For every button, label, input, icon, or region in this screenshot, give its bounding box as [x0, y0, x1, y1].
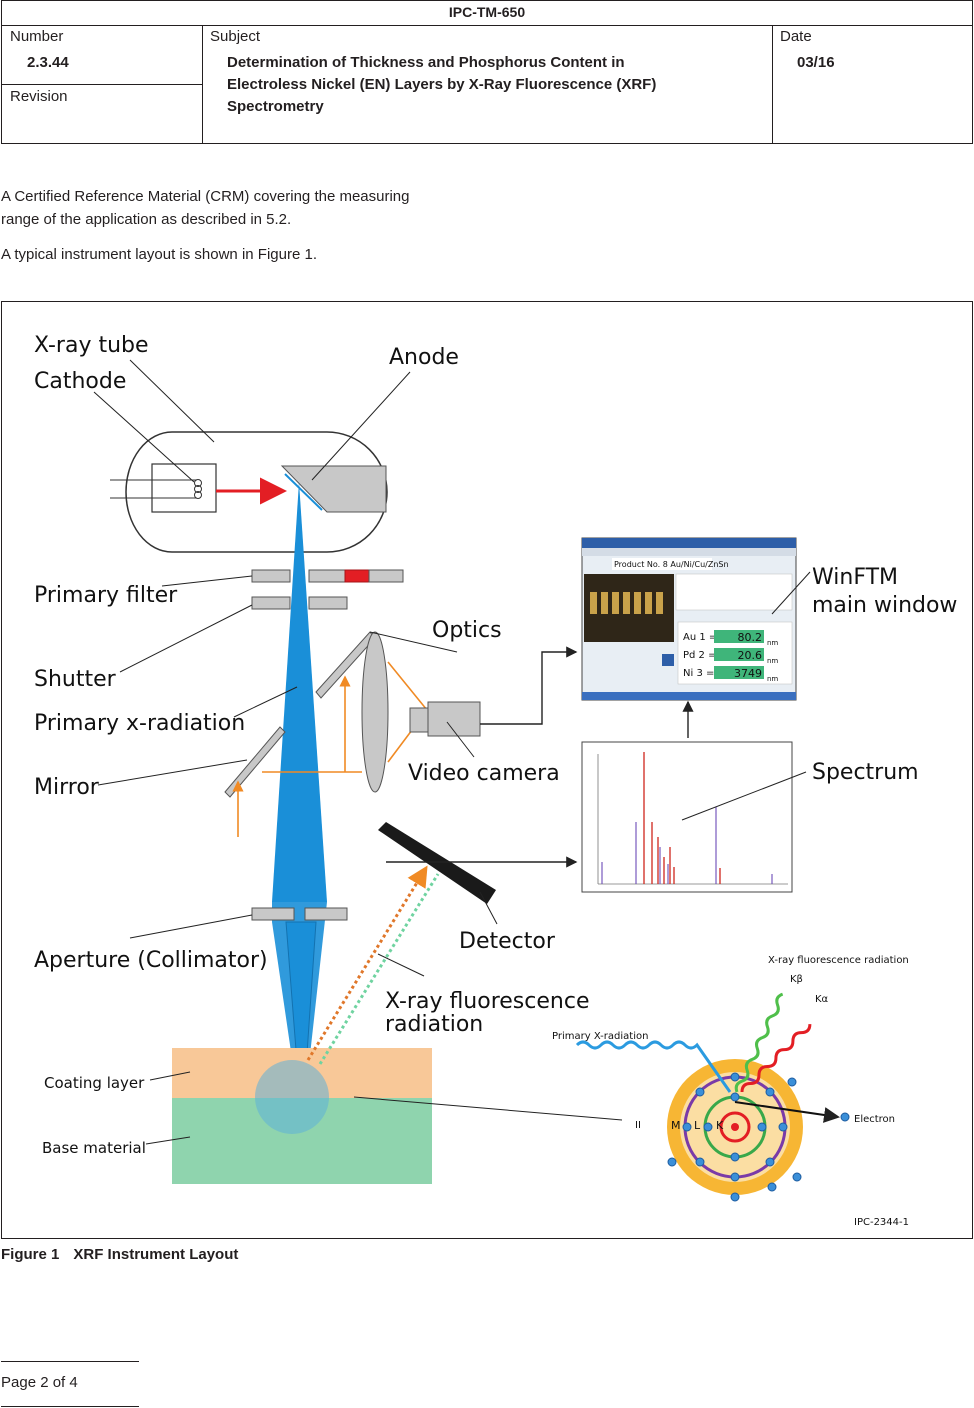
page-number: Page 2 of 4	[1, 1374, 78, 1391]
label-k-alpha: Kα	[815, 994, 829, 1005]
label-coating-layer: Coating layer	[44, 1074, 145, 1092]
screen-reading-value-1: 80.2	[738, 631, 763, 644]
video-camera	[409, 701, 481, 737]
screen-reading-value-2: 20.6	[738, 649, 763, 662]
number-label: Number	[10, 28, 64, 45]
label-cathode: Cathode	[34, 369, 126, 394]
detector	[378, 822, 496, 904]
screen-product: Product No. 8 Au/Ni/Cu/ZnSn	[614, 560, 729, 569]
label-shell-m: M	[671, 1119, 681, 1132]
subject-line-3: Spectrometry	[227, 98, 324, 115]
interaction-zone	[255, 1060, 329, 1134]
label-xray-fluorescence: X-ray fluorescence	[385, 989, 589, 1014]
camera-to-screen-arrow	[480, 646, 578, 725]
label-base-material: Base material	[42, 1139, 146, 1157]
label-shell-l: L	[694, 1119, 701, 1132]
label-atom-primary: Primary X-radiation	[552, 1031, 648, 1042]
label-xray-tube: X-ray tube	[34, 333, 149, 358]
primary-beam-arrowhead	[285, 921, 317, 1128]
primary-filter	[251, 569, 404, 583]
header-divider	[2, 84, 202, 85]
label-atom-fluorescence: X-ray fluorescence radiation	[768, 955, 909, 966]
label-shell-k: K	[716, 1119, 724, 1132]
fluorescence-ray-green	[318, 873, 440, 1065]
paragraph-crm-line-1: A Certified Reference Material (CRM) cov…	[1, 188, 410, 205]
atom-diagram	[575, 992, 850, 1202]
xrf-diagram: Product No. 8 Au/Ni/Cu/ZnSn Au 1 = Pd 2 …	[34, 333, 957, 1228]
screen-reading-label-3: Ni 3 =	[683, 668, 714, 679]
optics-lens	[361, 631, 389, 793]
date-value: 03/16	[797, 54, 835, 71]
figure-number: Figure 1	[1, 1246, 60, 1263]
label-shutter: Shutter	[34, 667, 117, 692]
number-value: 2.3.44	[27, 54, 69, 71]
label-primary-filter: Primary filter	[34, 583, 178, 608]
spectrum-plot	[581, 741, 793, 893]
footer-rule-bottom	[1, 1406, 139, 1407]
revision-label: Revision	[10, 88, 68, 105]
atom-kalpha-wave	[740, 1024, 812, 1093]
figure-xrf-layout: Product No. 8 Au/Ni/Cu/ZnSn Au 1 = Pd 2 …	[1, 301, 973, 1239]
label-optics: Optics	[432, 618, 502, 643]
date-label: Date	[780, 28, 812, 45]
screen-reading-unit-3: nm	[767, 675, 778, 683]
mirror	[224, 726, 286, 798]
label-primary-xradiation: Primary x-radiation	[34, 711, 245, 736]
label-mirror: Mirror	[34, 775, 100, 800]
label-aperture: Aperture (Collimator)	[34, 948, 268, 973]
label-k-beta: Kβ	[790, 974, 803, 985]
paragraph-crm-line-2: range of the application as described in…	[1, 211, 292, 228]
screen-reading-unit-2: nm	[767, 657, 778, 665]
cathode-housing	[151, 463, 217, 513]
atom-primary-wave	[575, 1040, 732, 1093]
aperture	[251, 907, 348, 921]
label-main-window: main window	[812, 593, 957, 618]
subject-label: Subject	[210, 28, 261, 45]
fluorescence-ray-orange	[306, 865, 428, 1061]
figure-caption: Figure 1 XRF Instrument Layout	[1, 1246, 238, 1263]
primary-beam	[272, 482, 327, 902]
atom-kbeta-wave	[734, 992, 784, 1093]
label-roman-ii: II	[635, 1120, 641, 1131]
footer-rule-top	[1, 1361, 139, 1362]
winftm-screen: Product No. 8 Au/Ni/Cu/ZnSn Au 1 = Pd 2 …	[581, 537, 797, 701]
leader-lines	[93, 359, 811, 1145]
screen-reading-label-2: Pd 2 =	[683, 650, 716, 661]
header-divider	[772, 25, 773, 143]
label-spectrum: Spectrum	[812, 760, 919, 785]
header-divider	[202, 25, 203, 143]
ejected-electron-arrow	[734, 1101, 840, 1123]
figure-title: XRF Instrument Layout	[73, 1246, 239, 1263]
subject-line-1: Determination of Thickness and Phosphoru…	[227, 54, 625, 71]
screen-reading-value-3: 3749	[734, 667, 762, 680]
shutter	[251, 596, 348, 610]
document-title: IPC-TM-650	[2, 1, 972, 26]
label-anode: Anode	[389, 345, 459, 370]
subject-line-2: Electroless Nickel (EN) Layers by X-Ray …	[227, 76, 657, 93]
screen-reading-label-1: Au 1 =	[683, 632, 717, 643]
label-video-camera: Video camera	[408, 761, 560, 786]
label-radiation: radiation	[385, 1012, 483, 1037]
xray-tube	[110, 431, 388, 553]
label-electron: Electron	[854, 1114, 895, 1125]
anode	[280, 465, 387, 513]
header-table: IPC-TM-650 Number 2.3.44 Revision Subjec…	[1, 0, 973, 144]
cathode-coil	[194, 479, 202, 499]
label-winftm: WinFTM	[812, 565, 898, 590]
paragraph-layout: A typical instrument layout is shown in …	[1, 246, 317, 263]
label-detector: Detector	[459, 929, 556, 954]
figure-id: IPC-2344-1	[854, 1217, 909, 1228]
screen-reading-unit-1: nm	[767, 639, 778, 647]
